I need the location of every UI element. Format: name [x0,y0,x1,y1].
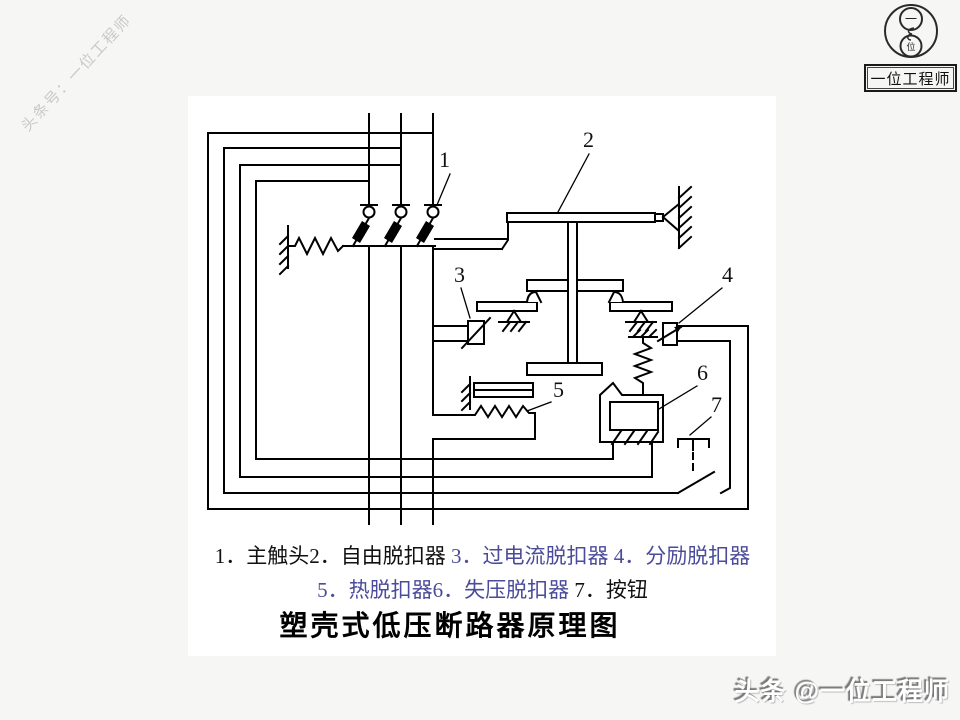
logo-name-label: 一位工程师 [867,67,954,89]
callout-6: 6 [697,360,708,385]
thermal-release [432,376,536,440]
pushbutton [676,438,716,495]
caption-line-1: 1．主触头2．自由脱扣器 3．过电流脱扣器 4．分励脱扣器 [190,540,775,570]
logo-top-glyph: 一 [905,12,917,26]
footer-watermark: 头条 @一位工程师 [734,678,950,706]
caption-line1-black: 1．主触头2．自由脱扣器 [214,544,451,568]
diagram-title: 塑壳式低压断路器原理图 [279,610,621,641]
callout-5: 5 [553,377,564,402]
engineer-logo: 一 位 [884,4,938,58]
undervoltage-release [599,381,664,478]
main-contacts [342,205,440,525]
callout-1: 1 [439,147,450,172]
contact-spring [278,225,345,276]
leader-lines [436,153,723,436]
callout-4: 4 [722,262,733,287]
callout-3: 3 [454,262,465,287]
callout-7: 7 [711,392,722,417]
supply-lines [360,113,442,206]
free-release-mechanism [434,185,693,396]
callout-2: 2 [583,127,594,152]
shunt-release [656,322,749,346]
caption-line2-black: 7．按钮 [574,578,648,602]
logo-bottom-glyph: 位 [906,41,915,52]
caption-line-2: 5．热脱扣器6．失压脱扣器 7．按钮 [190,574,775,604]
caption-line2-blue: 5．热脱扣器6．失压脱扣器 [317,578,575,602]
caption-line1-blue: 3．过电流脱扣器 4．分励脱扣器 [451,544,751,568]
overcurrent-release [432,316,492,350]
logo-name-box: 一位工程师 [864,64,957,92]
